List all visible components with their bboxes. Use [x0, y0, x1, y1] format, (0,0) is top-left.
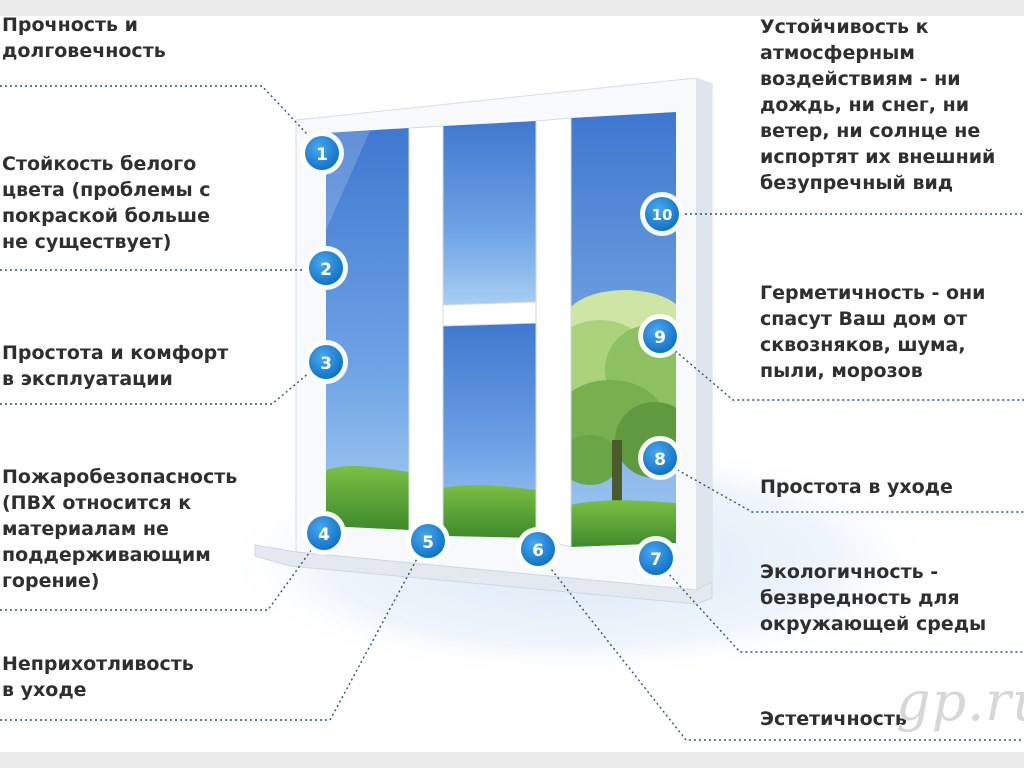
badge-number: 1: [316, 145, 328, 165]
connectors: [0, 85, 1024, 741]
badge-number: 3: [320, 354, 332, 374]
badge-number: 10: [652, 206, 673, 224]
transom: [442, 301, 537, 327]
badge-number: 7: [650, 550, 662, 570]
feature-label-2: Стойкость белого цвета (проблемы с покра…: [2, 153, 211, 253]
badge-5: 5: [406, 519, 450, 563]
feature-label-10: Устойчивость к атмосферным воздействиям …: [760, 16, 996, 194]
badge-number: 2: [320, 260, 332, 280]
feature-label-1: Прочность и долговечность: [2, 14, 166, 62]
middle-top-glass: [443, 121, 536, 305]
middle-bottom-glass: [443, 323, 536, 538]
badge-number: 8: [654, 450, 666, 470]
feature-label-3: Простота и комфорт в эксплуатации: [2, 342, 229, 390]
badge-number: 4: [318, 525, 330, 545]
badge-10: 10: [640, 192, 684, 236]
badge-1: 1: [300, 131, 344, 175]
feature-label-8: Простота в уходе: [760, 476, 953, 498]
connector-5: [0, 541, 427, 721]
badge-2: 2: [304, 246, 348, 290]
badge-9: 9: [638, 314, 682, 358]
feature-label-6: Эстетичность: [760, 708, 907, 730]
mullion-right: [535, 117, 572, 548]
badge-7: 7: [634, 536, 678, 580]
frame-side: [696, 78, 712, 590]
connector-1: [0, 85, 323, 151]
feature-label-9: Герметичность - они спасут Ваш дом от ск…: [760, 282, 986, 382]
feature-label-7: Экологичность - безвредность для окружаю…: [760, 561, 987, 635]
badge-number: 6: [532, 541, 544, 561]
badge-6: 6: [516, 527, 560, 571]
feature-label-5: Неприхотливость в уходе: [2, 653, 194, 701]
left-glass: [326, 128, 409, 530]
mullion-left: [408, 125, 444, 537]
badge-4: 4: [302, 511, 346, 555]
connector-6: [535, 549, 1024, 741]
badge-number: 5: [422, 533, 434, 553]
feature-label-4: Пожаробезопасность (ПВХ относится к мате…: [2, 466, 238, 592]
badge-number: 9: [654, 328, 666, 348]
badge-8: 8: [638, 436, 682, 480]
connector-3: [0, 361, 323, 405]
watermark-logo: gp.ru: [896, 670, 1024, 733]
connector-8: [659, 459, 1024, 513]
window-sill: [254, 544, 713, 605]
connector-9: [659, 337, 1024, 401]
badge-3: 3: [304, 340, 348, 384]
connector-7: [655, 559, 1024, 653]
